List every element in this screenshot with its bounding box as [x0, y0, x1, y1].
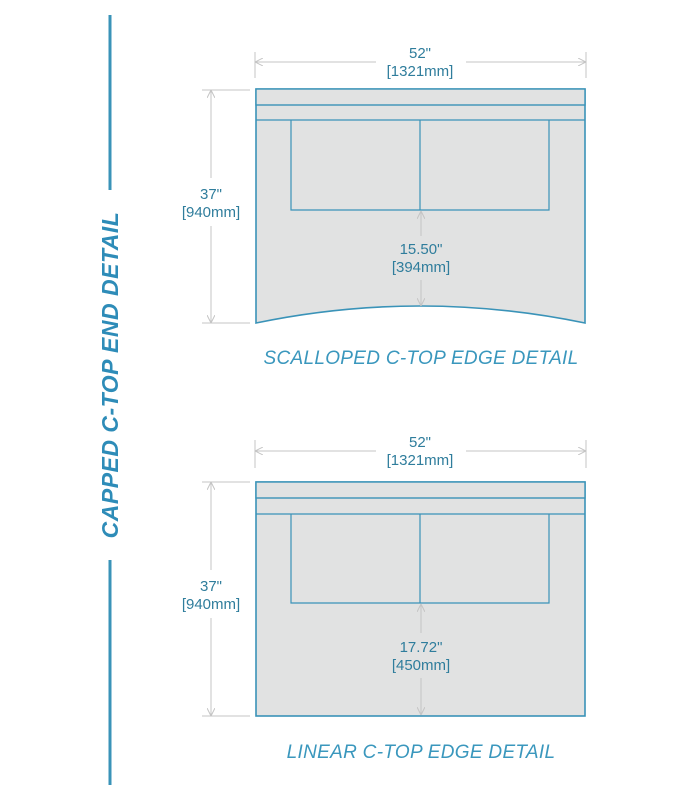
height-mm: [940mm] — [182, 204, 240, 221]
clearance-mm: [394mm] — [392, 259, 450, 276]
width-mm: [1321mm] — [387, 452, 454, 469]
detail-caption: LINEAR C-TOP EDGE DETAIL — [287, 742, 556, 763]
height-mm: [940mm] — [182, 596, 240, 613]
detail-caption: SCALLOPED C-TOP EDGE DETAIL — [264, 348, 579, 369]
c-top-cap — [255, 481, 586, 499]
width-inches: 52" — [409, 434, 431, 451]
clearance-inches: 15.50" — [400, 241, 443, 258]
side-title-group: CAPPED C-TOP END DETAIL — [97, 15, 123, 785]
linear-detail: 52" [1321mm] 37" [940mm] 17.72" [450mm] … — [182, 434, 587, 763]
width-inches: 52" — [409, 45, 431, 62]
height-inches: 37" — [200, 186, 222, 203]
side-title: CAPPED C-TOP END DETAIL — [97, 212, 123, 539]
c-top-cap — [255, 88, 586, 106]
width-mm: [1321mm] — [387, 63, 454, 80]
clearance-mm: [450mm] — [392, 657, 450, 674]
height-inches: 37" — [200, 578, 222, 595]
clearance-inches: 17.72" — [400, 639, 443, 656]
scalloped-detail: 52" [1321mm] 37" [940mm] 15.50" [394mm] … — [182, 45, 587, 369]
